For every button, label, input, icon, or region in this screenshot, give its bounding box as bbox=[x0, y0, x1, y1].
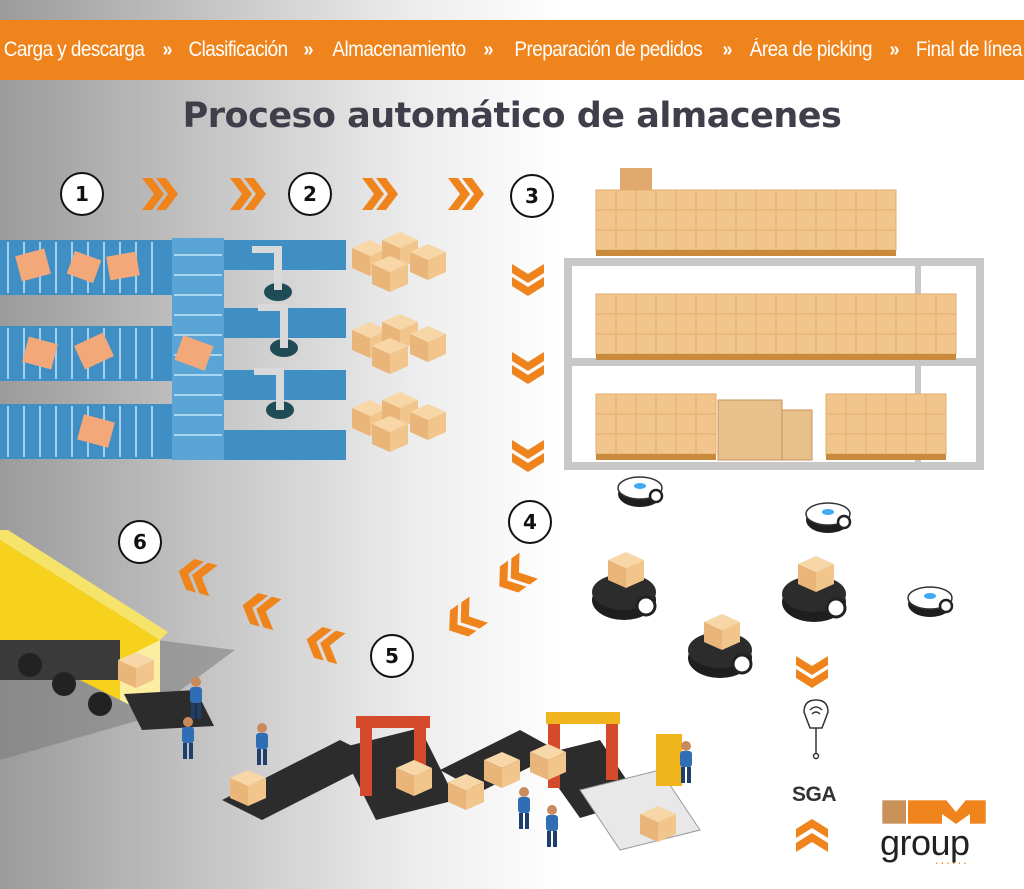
step-label-carga: Carga y descarga bbox=[3, 38, 145, 61]
sorting-conveyors bbox=[0, 232, 446, 460]
agv-robot-icon bbox=[590, 475, 954, 680]
storage-racks bbox=[564, 168, 984, 470]
end-of-line-conveyor bbox=[124, 677, 701, 851]
step-number-4: 4 bbox=[508, 500, 552, 544]
step-label-preparacion: Preparación de pedidos bbox=[514, 38, 702, 61]
lm-group-logo bbox=[881, 799, 987, 825]
rfid-scanner-icon bbox=[803, 699, 829, 760]
sga-label: SGA bbox=[792, 783, 837, 806]
logo-dots: ...... bbox=[935, 852, 969, 867]
process-steps-bar: Carga y descarga » Clasificación » Almac… bbox=[0, 20, 1024, 80]
logo-text: group bbox=[880, 822, 970, 863]
step-number-5: 5 bbox=[370, 634, 414, 678]
truck-icon bbox=[0, 530, 235, 760]
step-label-almacenamiento: Almacenamiento bbox=[331, 38, 466, 61]
step-number-6: 6 bbox=[118, 520, 162, 564]
step-label-picking: Área de picking bbox=[750, 38, 873, 61]
robot-arm-icon bbox=[252, 246, 298, 419]
separator-icon: » bbox=[889, 38, 900, 61]
step-number-3: 3 bbox=[510, 174, 554, 218]
separator-icon: » bbox=[483, 38, 494, 61]
separator-icon: » bbox=[303, 38, 314, 61]
chevron-up-icon bbox=[796, 819, 828, 852]
package-icon bbox=[15, 248, 214, 448]
separator-icon: » bbox=[162, 38, 173, 61]
page-title: Proceso automático de almacenes bbox=[182, 96, 842, 136]
step-label-clasificacion: Clasificación bbox=[188, 38, 289, 61]
step-number-2: 2 bbox=[288, 172, 332, 216]
chevron-left-icon bbox=[174, 552, 538, 665]
step-label-final: Final de línea bbox=[916, 38, 1023, 61]
separator-icon: » bbox=[722, 38, 733, 61]
box-cluster bbox=[352, 232, 446, 452]
step-number-1: 1 bbox=[60, 172, 104, 216]
